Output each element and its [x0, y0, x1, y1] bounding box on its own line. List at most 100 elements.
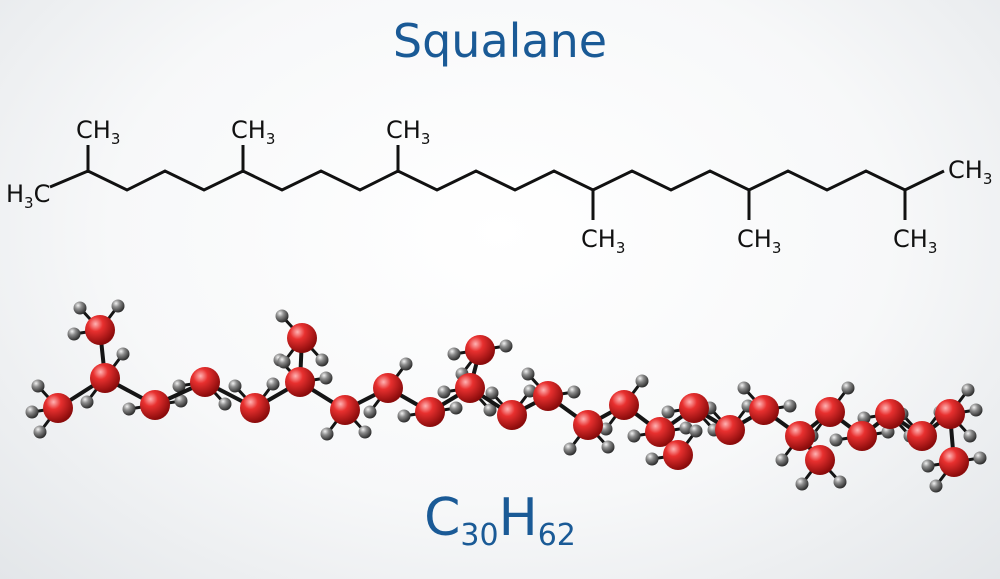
carbon-atom [497, 400, 527, 430]
hydrogen-atom [567, 385, 581, 399]
formula-hydrogen-count: 62 [537, 518, 576, 553]
hydrogen-atom [358, 425, 372, 439]
carbon-atom [935, 399, 965, 429]
hydrogen-atom [122, 402, 136, 416]
group-label-ch3-top-3: CH3 [386, 116, 430, 148]
group-label-h3c-left: H3C [6, 180, 50, 212]
carbon-atom [140, 390, 170, 420]
hydrogen-atom [73, 301, 87, 315]
carbon-atom [455, 373, 485, 403]
carbon-atom [847, 421, 877, 451]
carbon-atom [645, 417, 675, 447]
hydrogen-atom [635, 374, 649, 388]
formula-carbon-count: 30 [460, 518, 499, 553]
carbon-atom [609, 390, 639, 420]
hydrogen-atom [447, 347, 461, 361]
hydrogen-atom [841, 381, 855, 395]
hydrogen-atom [315, 353, 329, 367]
formula-hydrogen-symbol: H [498, 488, 538, 548]
hydrogen-atom [363, 405, 377, 419]
carbon-atom [805, 445, 835, 475]
hydrogen-atom [275, 309, 289, 323]
hydrogen-atom [563, 442, 577, 456]
hydrogen-atom [499, 339, 513, 353]
hydrogen-atom [833, 475, 847, 489]
hydrogen-atom [116, 347, 130, 361]
carbon-atom [663, 440, 693, 470]
hydrogen-atom [627, 429, 641, 443]
carbon-atom [190, 367, 220, 397]
carbon-atom [85, 315, 115, 345]
hydrogen-atom [921, 459, 935, 473]
carbon-atom [43, 393, 73, 423]
hydrogen-atom [961, 383, 975, 397]
hydrogen-atom [645, 452, 659, 466]
hydrogen-atom [80, 395, 94, 409]
hydrogen-atom [399, 357, 413, 371]
hydrogen-atom [775, 453, 789, 467]
carbon-atom [533, 381, 563, 411]
hydrogen-atom [795, 477, 809, 491]
main-chain-bonds [49, 169, 945, 192]
hydrogen-atom [174, 394, 188, 408]
carbon-atom [749, 395, 779, 425]
group-label-ch3-top-1: CH3 [76, 116, 120, 148]
hydrogen-atom [25, 405, 39, 419]
carbon-atom [875, 399, 905, 429]
hydrogen-atom [218, 397, 232, 411]
hydrogen-atom [689, 424, 703, 438]
carbon-atom [90, 363, 120, 393]
carbon-atom [287, 323, 317, 353]
carbon-atoms-layer [43, 315, 969, 477]
hydrogen-atom [521, 367, 535, 381]
formula-carbon-symbol: C [424, 488, 461, 548]
carbon-atom [715, 415, 745, 445]
hydrogen-atom [929, 479, 943, 493]
hydrogen-atom [963, 429, 977, 443]
hydrogen-atom [973, 451, 987, 465]
molecular-formula: C30H62 [0, 488, 1000, 553]
carbon-atom [679, 393, 709, 423]
hydrogen-atom [397, 409, 411, 423]
skeletal-formula: H3C CH3 CH3 CH3 CH3 CH3 CH3 CH3 [6, 116, 992, 257]
diagram-title: Squalane [392, 14, 608, 68]
group-label-ch3-right-end: CH3 [948, 156, 992, 188]
hydrogen-atom [31, 379, 45, 393]
hydrogen-atom [485, 386, 499, 400]
carbon-atom [465, 335, 495, 365]
hydrogen-atom [783, 399, 797, 413]
hydrogen-atom [67, 327, 81, 341]
hydrogen-atom [320, 427, 334, 441]
hydrogen-atom [969, 403, 983, 417]
carbon-atom [907, 421, 937, 451]
hydrogen-atom [679, 421, 693, 435]
carbon-atom [573, 410, 603, 440]
hydrogen-atom [111, 299, 125, 313]
hydrogen-atom [661, 405, 675, 419]
hydrogen-atom [277, 355, 291, 369]
carbon-atom [815, 397, 845, 427]
hydrogen-atom [449, 401, 463, 415]
carbon-atom [939, 447, 969, 477]
hydrogen-atom [829, 433, 843, 447]
hydrogen-atom [437, 385, 451, 399]
group-label-ch3-bottom-3: CH3 [893, 225, 937, 257]
hydrogen-atom [33, 425, 47, 439]
group-label-ch3-top-2: CH3 [231, 116, 275, 148]
carbon-atom [785, 421, 815, 451]
hydrogen-atom [737, 381, 751, 395]
carbon-atom [373, 373, 403, 403]
carbon-atom [330, 395, 360, 425]
hydrogen-atom [228, 379, 242, 393]
hydrogen-atom [266, 377, 280, 391]
hydrogen-atom [601, 440, 615, 454]
carbon-atom [285, 367, 315, 397]
carbon-atom [240, 393, 270, 423]
hydrogen-atom [319, 371, 333, 385]
ball-and-stick-model [25, 299, 987, 493]
hydrogen-atom [172, 379, 186, 393]
group-label-ch3-bottom-2: CH3 [737, 225, 781, 257]
hydrogen-atom [483, 403, 497, 417]
group-label-ch3-bottom-1: CH3 [581, 225, 625, 257]
